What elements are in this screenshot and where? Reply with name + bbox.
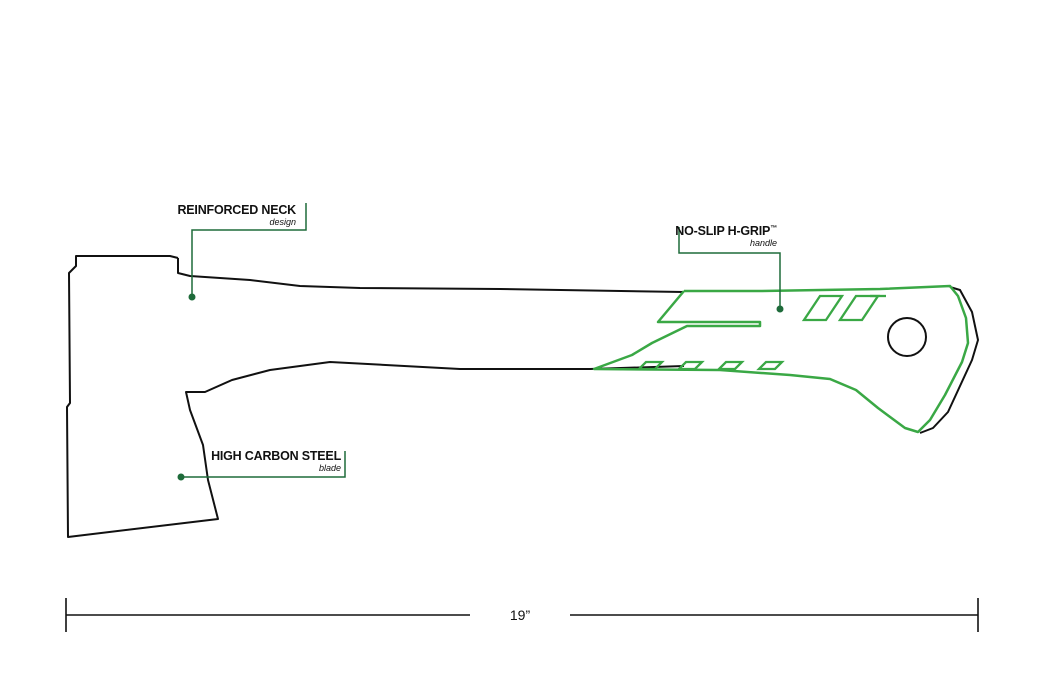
neck-leader-dot <box>188 293 196 301</box>
callout-no-slip-grip: NO-SLIP H-GRIP™ handle <box>675 225 777 248</box>
lanyard-hole <box>887 317 927 357</box>
grip-leader-dot <box>776 305 784 313</box>
callout-subtitle: handle <box>749 237 777 248</box>
handle-end-outline <box>919 286 979 434</box>
trademark-symbol: ™ <box>770 225 777 232</box>
callout-high-carbon-steel: HIGH CARBON STEEL blade <box>211 450 341 473</box>
callout-title: HIGH CARBON STEEL <box>211 449 341 463</box>
grip-ridge <box>756 360 785 371</box>
callout-title-text: NO-SLIP H-GRIP <box>675 224 771 238</box>
grip-leader-line <box>678 227 781 309</box>
blade-leader-dot <box>177 473 185 481</box>
callout-subtitle: design <box>269 216 296 227</box>
callout-reinforced-neck: REINFORCED NECK design <box>177 204 296 227</box>
grip-ridge <box>636 360 665 371</box>
dimension-label: 19” <box>470 607 570 623</box>
callout-title: REINFORCED NECK <box>177 203 296 217</box>
blade-leader-line <box>181 451 346 478</box>
grip-ridge <box>837 294 881 322</box>
callout-subtitle: blade <box>318 462 341 473</box>
grip-outline <box>592 284 970 434</box>
neck-leader-line <box>191 203 307 297</box>
grip-ridge <box>716 360 745 371</box>
axe-head-outline <box>66 255 685 538</box>
callout-title: NO-SLIP H-GRIP™ <box>675 225 777 238</box>
grip-ridge <box>801 294 845 322</box>
grip-ridge <box>676 360 705 371</box>
